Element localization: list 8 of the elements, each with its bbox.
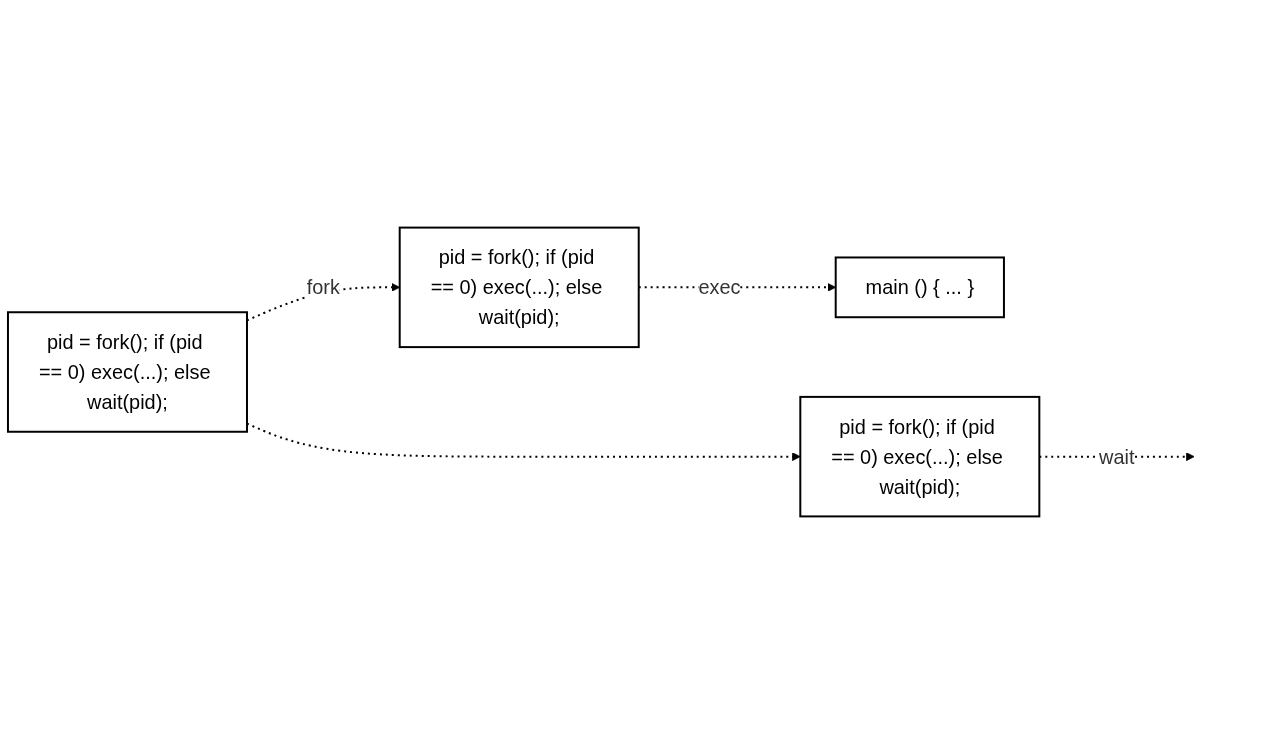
node-box: pid = fork(); if (pid == 0) exec(...); else wait(pid); xyxy=(398,226,640,349)
arrow xyxy=(246,422,801,462)
node-box: pid = fork(); if (pid == 0) exec(...); else wait(pid); xyxy=(6,311,248,433)
edge-label: exec xyxy=(698,276,741,299)
edge-label: fork xyxy=(306,276,340,299)
node-box: pid = fork(); if (pid == 0) exec(...); else wait(pid); xyxy=(799,395,1041,518)
edge-label: wait xyxy=(1099,445,1135,468)
node-box: main () { ... } xyxy=(834,256,1005,319)
